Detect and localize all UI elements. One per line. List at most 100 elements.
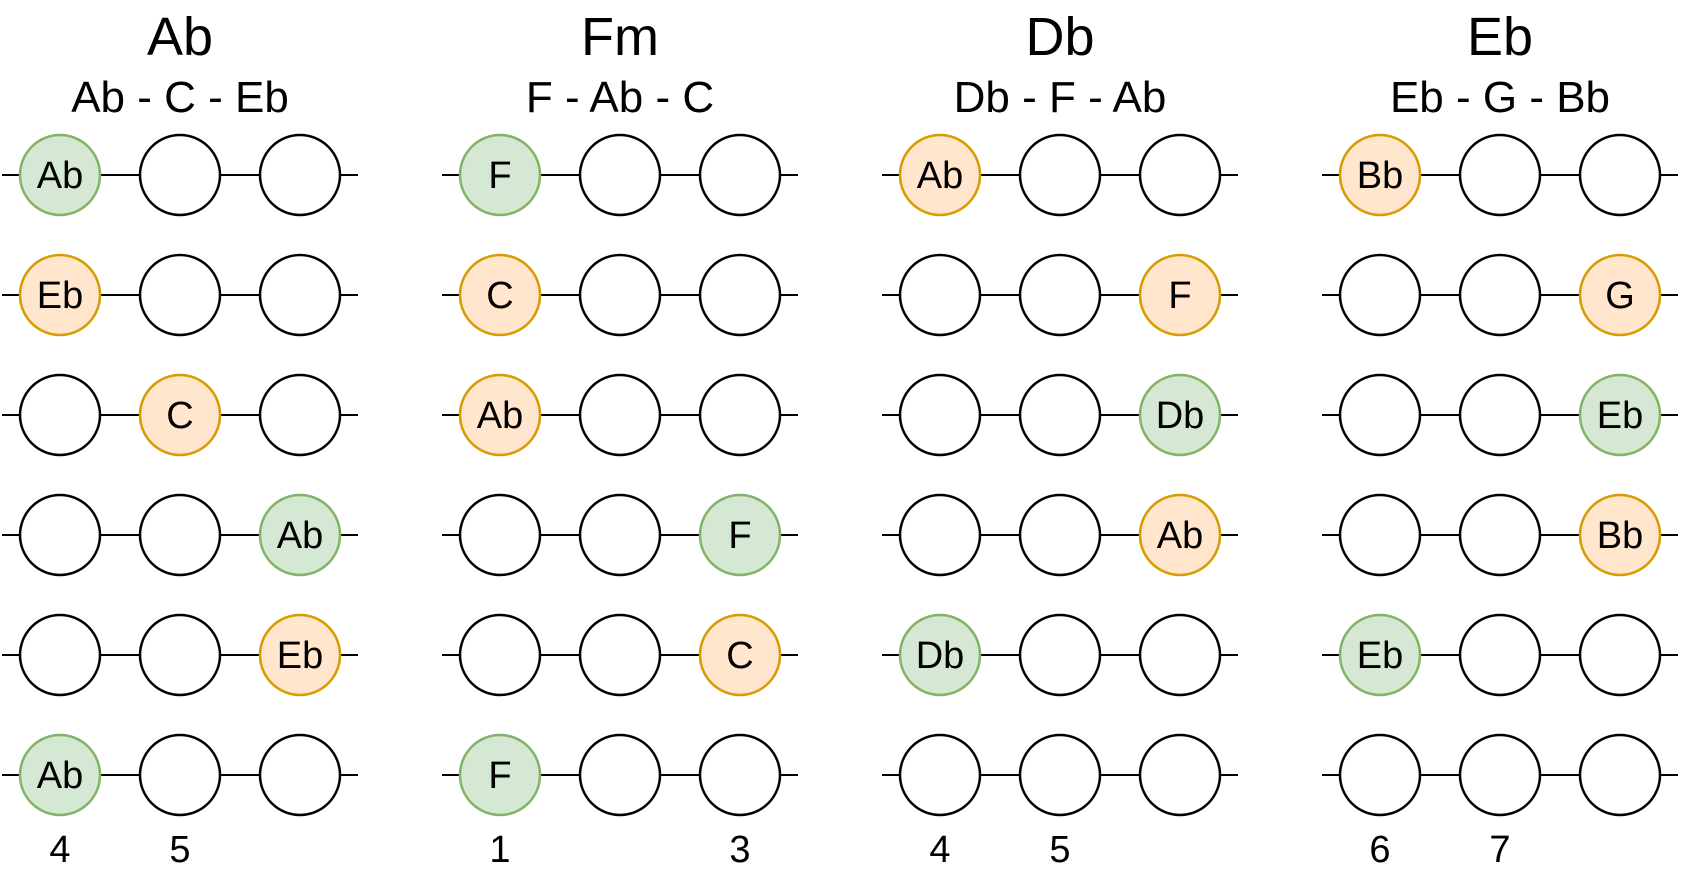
- note-label: Ab: [477, 395, 523, 437]
- note-circle-other: [1338, 133, 1422, 217]
- note-circle-root: [1338, 613, 1422, 697]
- empty-fret-circle: [1578, 613, 1662, 697]
- empty-fret-circle: [1138, 613, 1222, 697]
- empty-fret-circle: [898, 493, 982, 577]
- note-circle-other: [138, 373, 222, 457]
- note-circle-root: [18, 733, 102, 817]
- note-label: Eb: [277, 635, 323, 677]
- empty-fret-circle: [1458, 493, 1542, 577]
- note-circle-other: [1578, 253, 1662, 337]
- empty-fret-circle: [18, 493, 102, 577]
- empty-fret-circle: [138, 133, 222, 217]
- empty-fret-circle: [138, 733, 222, 817]
- fret-number: 6: [1369, 829, 1390, 871]
- note-label: F: [488, 755, 511, 797]
- empty-fret-circle: [258, 373, 342, 457]
- note-circle-other: [1578, 493, 1662, 577]
- note-circle-other: [18, 253, 102, 337]
- empty-fret-circle: [578, 373, 662, 457]
- empty-fret-circle: [1018, 493, 1102, 577]
- note-label: C: [726, 635, 753, 677]
- empty-fret-circle: [1018, 133, 1102, 217]
- fret-number: 4: [49, 829, 70, 871]
- note-circle-root: [258, 493, 342, 577]
- empty-fret-circle: [1458, 613, 1542, 697]
- note-label: F: [1168, 275, 1191, 317]
- fret-number: 5: [1049, 829, 1070, 871]
- note-label: C: [486, 275, 513, 317]
- note-circle-root: [18, 133, 102, 217]
- chord-title: Fm: [581, 7, 659, 67]
- empty-fret-circle: [18, 613, 102, 697]
- empty-fret-circle: [458, 493, 542, 577]
- note-circle-root: [898, 613, 982, 697]
- note-label: Ab: [1157, 515, 1203, 557]
- note-label: F: [488, 155, 511, 197]
- fret-number: 1: [489, 829, 510, 871]
- note-label: Eb: [1357, 635, 1403, 677]
- note-label: Ab: [277, 515, 323, 557]
- chord-notes: F - Ab - C: [526, 73, 714, 122]
- empty-fret-circle: [1578, 733, 1662, 817]
- note-circle-other: [258, 613, 342, 697]
- empty-fret-circle: [1458, 733, 1542, 817]
- note-label: Ab: [37, 155, 83, 197]
- note-circle-other: [898, 133, 982, 217]
- fret-number: 4: [929, 829, 950, 871]
- note-circle-root: [458, 733, 542, 817]
- empty-fret-circle: [1018, 373, 1102, 457]
- empty-fret-circle: [258, 133, 342, 217]
- note-circle-other: [458, 373, 542, 457]
- empty-fret-circle: [1338, 733, 1422, 817]
- note-label: Eb: [1597, 395, 1643, 437]
- note-circle-other: [458, 253, 542, 337]
- empty-fret-circle: [138, 493, 222, 577]
- empty-fret-circle: [578, 613, 662, 697]
- empty-fret-circle: [138, 613, 222, 697]
- note-label: Bb: [1597, 515, 1643, 557]
- note-circle-root: [458, 133, 542, 217]
- empty-fret-circle: [1458, 253, 1542, 337]
- empty-fret-circle: [698, 253, 782, 337]
- note-circle-root: [1578, 373, 1662, 457]
- empty-fret-circle: [258, 253, 342, 337]
- fret-number: 5: [169, 829, 190, 871]
- empty-fret-circle: [578, 253, 662, 337]
- fret-number: 3: [729, 829, 750, 871]
- empty-fret-circle: [1138, 133, 1222, 217]
- note-label: Db: [916, 635, 965, 677]
- empty-fret-circle: [1018, 733, 1102, 817]
- chord-notes: Eb - G - Bb: [1390, 73, 1610, 122]
- note-circle-other: [1138, 253, 1222, 337]
- note-circle-other: [698, 613, 782, 697]
- empty-fret-circle: [1138, 733, 1222, 817]
- chord-title: Db: [1025, 7, 1094, 67]
- empty-fret-circle: [138, 253, 222, 337]
- empty-fret-circle: [1338, 253, 1422, 337]
- empty-fret-circle: [698, 733, 782, 817]
- note-label: Eb: [37, 275, 83, 317]
- note-label: G: [1605, 275, 1635, 317]
- empty-fret-circle: [258, 733, 342, 817]
- note-circle-root: [1138, 373, 1222, 457]
- empty-fret-circle: [698, 373, 782, 457]
- empty-fret-circle: [458, 613, 542, 697]
- note-label: Bb: [1357, 155, 1403, 197]
- empty-fret-circle: [578, 733, 662, 817]
- chord-notes: Ab - C - Eb: [71, 73, 289, 122]
- fret-number: 7: [1489, 829, 1510, 871]
- note-label: F: [728, 515, 751, 557]
- empty-fret-circle: [1338, 373, 1422, 457]
- empty-fret-circle: [1338, 493, 1422, 577]
- empty-fret-circle: [898, 373, 982, 457]
- note-label: Ab: [917, 155, 963, 197]
- note-circle-other: [1138, 493, 1222, 577]
- empty-fret-circle: [1578, 133, 1662, 217]
- empty-fret-circle: [18, 373, 102, 457]
- empty-fret-circle: [578, 493, 662, 577]
